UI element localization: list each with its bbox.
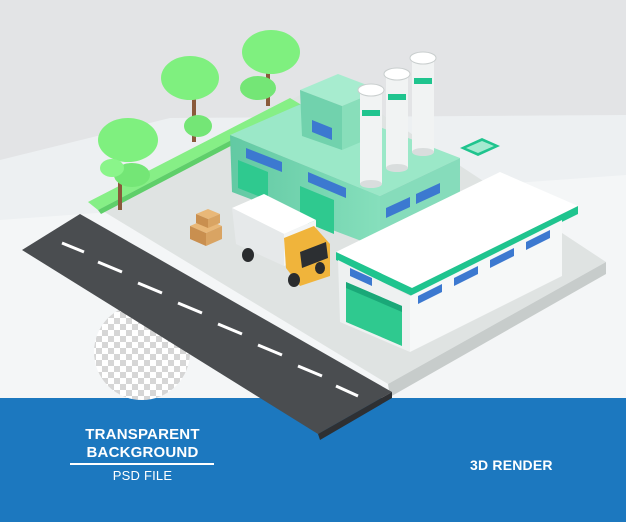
render-label: 3D RENDER bbox=[470, 457, 553, 473]
badge-divider bbox=[70, 463, 214, 465]
warehouse bbox=[336, 172, 578, 352]
chimneys bbox=[357, 51, 437, 188]
cardboard-boxes bbox=[190, 209, 222, 246]
tree-middle bbox=[161, 56, 219, 142]
truck bbox=[232, 194, 330, 287]
ground-platform-side bbox=[388, 262, 606, 397]
tree-left bbox=[98, 118, 158, 210]
tree-right bbox=[240, 30, 300, 106]
road-markings bbox=[61, 241, 359, 398]
badge-subtitle: PSD FILE bbox=[112, 468, 173, 483]
road-edge bbox=[318, 392, 392, 440]
badge-title-line-1: TRANSPARENT bbox=[85, 426, 200, 443]
badge-title-line-2: BACKGROUND bbox=[86, 444, 199, 461]
